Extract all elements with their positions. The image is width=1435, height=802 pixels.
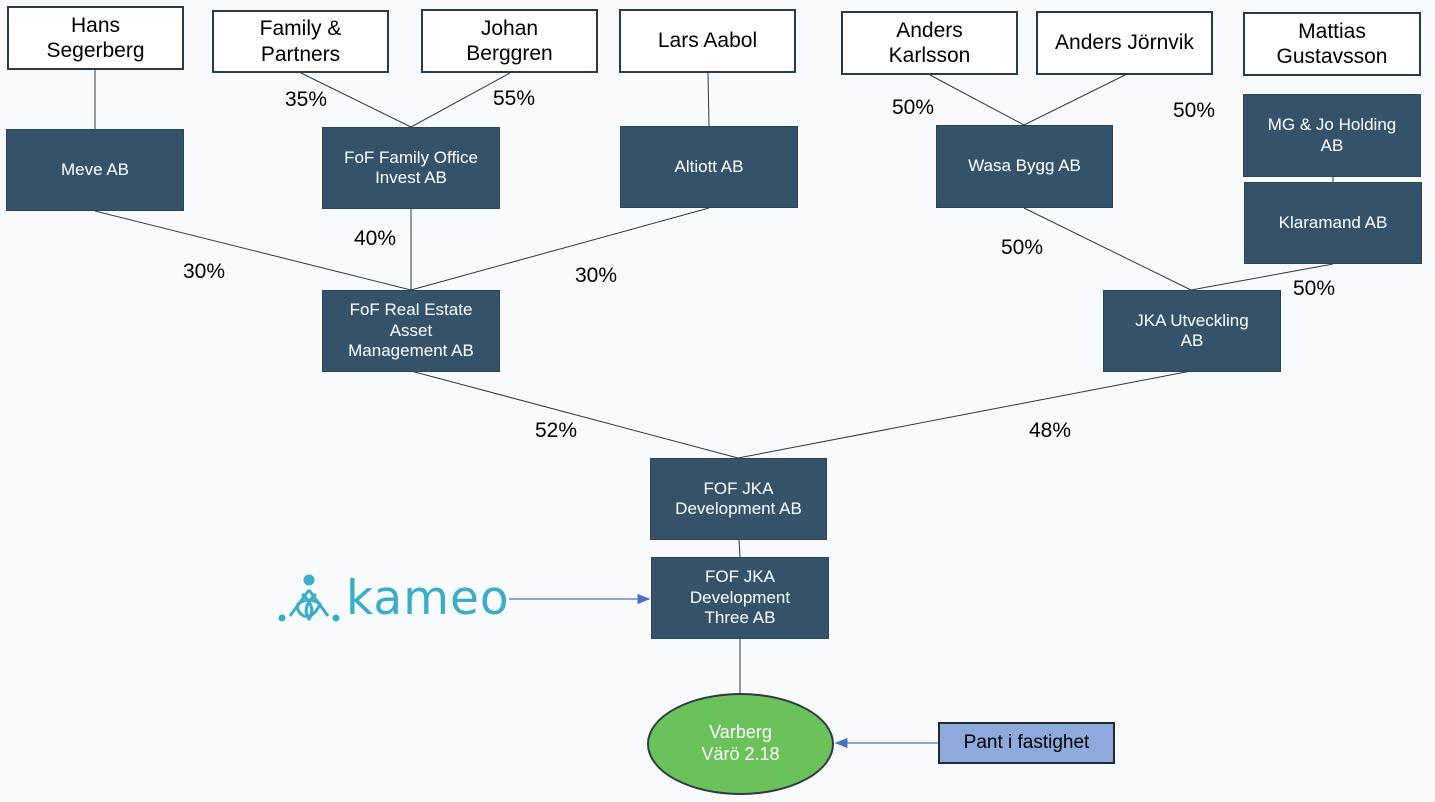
pct-altiott-to-real-estate: 30% (574, 264, 618, 287)
line-altiott-real-estate (410, 207, 710, 291)
owner-johan-berggren: Johan Berggren (421, 9, 598, 73)
company-fof-jka-development-three: FOF JKA Development Three AB (651, 557, 829, 639)
company-wasa-bygg: Wasa Bygg AB (936, 125, 1113, 208)
pct-real-estate-to-dev: 52% (534, 419, 578, 442)
line-dev-three (738, 539, 741, 558)
pct-meve-to-real-estate: 30% (182, 260, 226, 283)
pct-family-to-fof: 35% (284, 88, 328, 111)
company-mg-jo-holding: MG & Jo Holding AB (1243, 94, 1421, 177)
pledge-box: Pant i fastighet (938, 722, 1115, 764)
line-jka-dev (737, 370, 1192, 459)
company-fof-jka-development: FOF JKA Development AB (650, 458, 827, 540)
owner-hans-segerberg: Hans Segerberg (7, 6, 184, 70)
owner-family-partners: Family & Partners (212, 10, 389, 73)
company-jka-utveckling: JKA Utveckling AB (1103, 290, 1281, 372)
company-altiott: Altiott AB (620, 126, 798, 208)
line-meve-real-estate (94, 210, 412, 291)
kameo-logo-mark-icon (278, 574, 340, 622)
owner-lars-aabol: Lars Aabol (619, 9, 796, 73)
pct-anders-j-to-wasa: 50% (1172, 99, 1216, 122)
owner-anders-jornvik: Anders Jörnvik (1036, 11, 1213, 75)
line-anders-k-wasa (929, 74, 1025, 126)
line-johan-fof (410, 72, 511, 128)
company-fof-family-office: FoF Family Office Invest AB (322, 127, 500, 209)
owner-mattias-gustavsson: Mattias Gustavsson (1243, 12, 1421, 76)
property-varberg-varo: Varberg Värö 2.18 (647, 693, 834, 795)
line-anders-j-wasa (1023, 74, 1126, 126)
line-wasa-jka (1023, 207, 1192, 291)
pct-anders-k-to-wasa: 50% (891, 96, 935, 119)
line-family-fof (300, 72, 412, 128)
company-meve: Meve AB (6, 129, 184, 211)
company-fof-real-estate: FoF Real Estate Asset Management AB (322, 290, 500, 372)
pct-fof-family-to-real-estate: 40% (353, 227, 397, 250)
line-klaramand-jka (1190, 263, 1334, 291)
owner-anders-karlsson: Anders Karlsson (841, 11, 1018, 75)
pct-johan-to-fof: 55% (492, 87, 536, 110)
line-lars-altiott (707, 72, 710, 127)
kameo-logo-text: kameo (346, 571, 510, 626)
line-real-estate-dev (410, 370, 739, 459)
pct-klaramand-to-jka: 50% (1292, 277, 1336, 300)
company-klaramand: Klaramand AB (1244, 182, 1422, 264)
pct-jka-to-dev: 48% (1028, 419, 1072, 442)
pct-wasa-to-jka: 50% (1000, 236, 1044, 259)
kameo-logo: kameo (278, 572, 513, 626)
